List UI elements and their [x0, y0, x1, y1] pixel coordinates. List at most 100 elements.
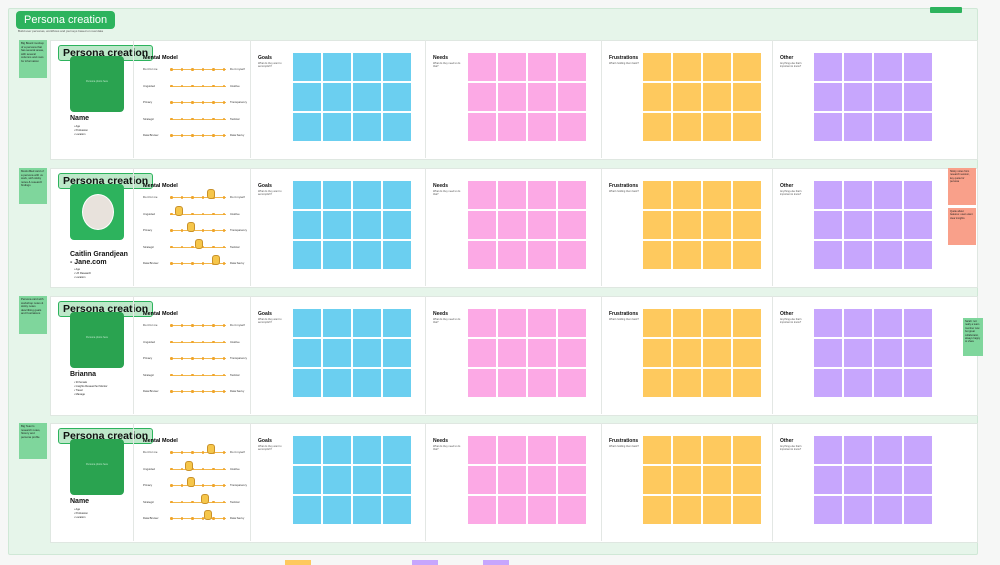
slider-track[interactable] — [170, 500, 226, 503]
sticky-note[interactable] — [558, 53, 586, 81]
sticky-note[interactable] — [293, 181, 321, 209]
slider-track[interactable] — [170, 101, 226, 104]
slider-handle[interactable] — [174, 205, 183, 216]
sticky-note[interactable] — [468, 339, 496, 367]
sticky-note[interactable] — [874, 83, 902, 111]
sticky-note[interactable] — [904, 83, 932, 111]
sticky-note[interactable] — [703, 369, 731, 397]
sticky-note[interactable] — [323, 309, 351, 337]
slider-handle[interactable] — [207, 189, 216, 199]
sticky-note[interactable] — [558, 83, 586, 111]
sticky-note[interactable] — [844, 83, 872, 111]
sticky-note[interactable] — [383, 309, 411, 337]
sticky-note[interactable] — [498, 496, 526, 524]
sticky-note[interactable] — [468, 309, 496, 337]
sticky-note[interactable] — [643, 496, 671, 524]
sticky-note[interactable] — [703, 181, 731, 209]
sticky-note[interactable] — [528, 113, 556, 141]
sticky-note[interactable] — [498, 211, 526, 239]
sticky-note[interactable] — [844, 309, 872, 337]
side-sticky-note[interactable]: Sarah: not really a team member now but … — [963, 318, 983, 356]
sticky-note[interactable] — [874, 241, 902, 269]
sticky-note[interactable] — [323, 466, 351, 494]
sticky-note[interactable] — [733, 181, 761, 209]
sticky-note[interactable] — [733, 83, 761, 111]
sticky-note[interactable] — [904, 309, 932, 337]
sticky-note[interactable] — [874, 53, 902, 81]
sticky-note[interactable] — [814, 83, 842, 111]
slider-handle[interactable] — [186, 477, 195, 487]
sticky-note[interactable] — [323, 113, 351, 141]
sticky-note[interactable] — [528, 83, 556, 111]
sticky-note[interactable] — [293, 113, 321, 141]
sticky-note[interactable] — [528, 309, 556, 337]
sticky-note[interactable] — [323, 83, 351, 111]
persona-photo[interactable]: Persona photo here — [70, 56, 124, 112]
sticky-note[interactable] — [468, 496, 496, 524]
slider-track[interactable] — [170, 467, 226, 470]
sticky-note[interactable] — [733, 53, 761, 81]
sticky-note[interactable] — [643, 113, 671, 141]
sticky-note[interactable] — [643, 436, 671, 464]
slider-track[interactable] — [170, 340, 226, 343]
sticky-note[interactable] — [874, 181, 902, 209]
sticky-note[interactable] — [323, 369, 351, 397]
sticky-note[interactable] — [844, 211, 872, 239]
sticky-note[interactable] — [468, 466, 496, 494]
sticky-note[interactable] — [468, 53, 496, 81]
sticky-note[interactable] — [733, 466, 761, 494]
sticky-note[interactable] — [904, 241, 932, 269]
sticky-note[interactable] — [498, 309, 526, 337]
sticky-note[interactable] — [874, 339, 902, 367]
sticky-note[interactable] — [733, 309, 761, 337]
sticky-note[interactable] — [703, 53, 731, 81]
sticky-note[interactable] — [353, 466, 381, 494]
slider-track[interactable] — [170, 390, 226, 393]
sticky-note[interactable] — [844, 496, 872, 524]
slider-track[interactable] — [170, 517, 226, 520]
sticky-note[interactable] — [558, 436, 586, 464]
sticky-note[interactable] — [468, 436, 496, 464]
persona-photo[interactable]: Persona photo here — [70, 312, 124, 368]
slider-track[interactable] — [170, 84, 226, 87]
sticky-note[interactable] — [558, 466, 586, 494]
sticky-note[interactable] — [323, 53, 351, 81]
toolbar-button[interactable] — [930, 7, 962, 13]
left-sticky-note[interactable]: Persona card with workshop notes & stick… — [19, 296, 47, 334]
sticky-note[interactable] — [558, 211, 586, 239]
sticky-note[interactable] — [558, 181, 586, 209]
sticky-note[interactable] — [293, 83, 321, 111]
sticky-note[interactable] — [353, 113, 381, 141]
sticky-note[interactable] — [673, 466, 701, 494]
sticky-note[interactable] — [643, 241, 671, 269]
sticky-note[interactable] — [323, 339, 351, 367]
sticky-note[interactable] — [293, 436, 321, 464]
sticky-note[interactable] — [673, 436, 701, 464]
sticky-note[interactable] — [558, 241, 586, 269]
sticky-note[interactable] — [293, 369, 321, 397]
sticky-note[interactable] — [904, 211, 932, 239]
slider-handle[interactable] — [200, 493, 209, 504]
sticky-note[interactable] — [323, 181, 351, 209]
sticky-note[interactable] — [558, 113, 586, 141]
slider-track[interactable] — [170, 229, 226, 232]
sticky-note[interactable] — [844, 466, 872, 494]
sticky-note[interactable] — [844, 53, 872, 81]
sticky-note[interactable] — [814, 339, 842, 367]
sticky-note[interactable] — [844, 436, 872, 464]
sticky-note[interactable] — [814, 496, 842, 524]
sticky-note[interactable] — [814, 241, 842, 269]
sticky-note[interactable] — [673, 369, 701, 397]
sticky-note[interactable] — [323, 496, 351, 524]
